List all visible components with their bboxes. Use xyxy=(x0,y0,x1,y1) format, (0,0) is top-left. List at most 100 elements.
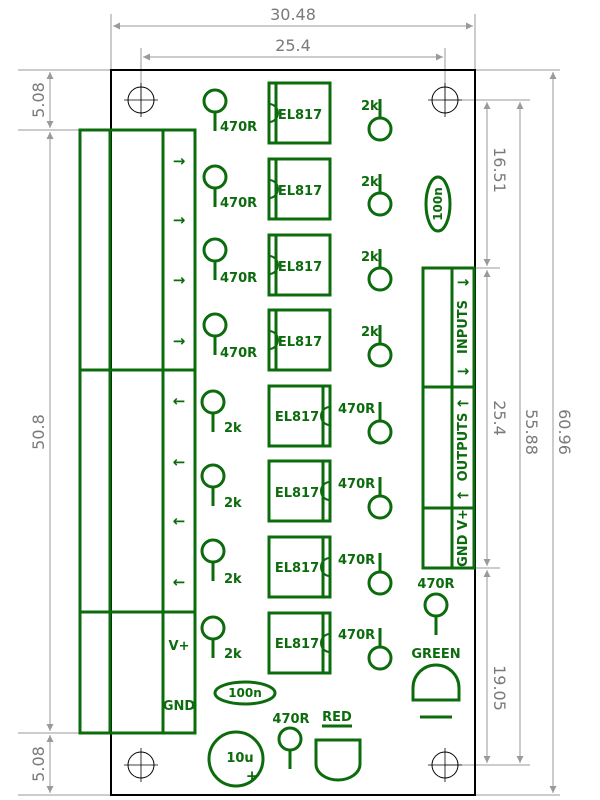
dim-right-inputs: 25.4 xyxy=(490,400,509,436)
header-outputs-label: OUTPUTS xyxy=(456,413,471,482)
resistor-right-4-label: 2k xyxy=(361,325,379,340)
dim-left-terminal: 50.8 xyxy=(29,414,48,450)
red-resistor-label: 470R xyxy=(272,712,309,727)
optocoupler-7: EL817 xyxy=(267,535,332,599)
dim-left-top: 5.08 xyxy=(29,82,48,118)
terminal-gnd-label: GND xyxy=(163,699,196,714)
optocoupler-6: EL817 xyxy=(267,459,332,523)
left-terminal-arrows: → → → → ← ← ← ← V+ GND xyxy=(163,152,196,714)
dim-hole-spacing: 25.4 xyxy=(275,36,311,55)
capacitor-100n-bottom-label: 100n xyxy=(228,686,262,700)
header-power-label: GND V+ xyxy=(456,509,471,567)
dim-left-bottom: 5.08 xyxy=(29,746,48,782)
resistor-left-3: 470R xyxy=(202,237,257,286)
dim-right-top: 16.51 xyxy=(490,147,509,193)
terminal-arrow-4: → xyxy=(173,332,186,350)
dim-right-total: 60.96 xyxy=(555,409,574,455)
red-led-resistor: 470R xyxy=(272,712,310,769)
optocoupler-3-label: EL817 xyxy=(278,260,322,275)
resistor-right-2: 2k xyxy=(361,174,393,217)
resistor-left-5: 2k xyxy=(200,389,242,436)
resistor-left-6-label: 2k xyxy=(224,496,242,511)
red-led: RED xyxy=(314,710,362,782)
resistor-right-1: 2k xyxy=(361,99,393,142)
resistor-left-7: 2k xyxy=(200,538,242,587)
left-resistors: 470R 470R 470R 470R 2k 2k 2k 2k xyxy=(200,88,257,662)
optocoupler-2: EL817 xyxy=(267,157,332,221)
header-input-arrow-2: → xyxy=(457,362,470,380)
capacitor-100n-bottom: 100n xyxy=(213,680,277,706)
resistor-left-2-label: 470R xyxy=(220,196,257,211)
board-outline xyxy=(110,69,476,796)
resistor-right-7: 470R xyxy=(338,553,393,596)
resistor-left-2: 470R xyxy=(202,164,257,211)
resistor-right-5: 470R xyxy=(338,402,393,445)
optocoupler-1-label: EL817 xyxy=(278,108,322,123)
resistor-left-8-label: 2k xyxy=(224,647,242,662)
terminal-arrow-5: ← xyxy=(173,392,186,410)
dim-right-bottom: 19.05 xyxy=(490,665,509,711)
mounting-hole-top-left xyxy=(124,83,158,117)
header-output-arrow-2: ← xyxy=(457,486,470,504)
resistor-left-4-label: 470R xyxy=(220,346,257,361)
optocoupler-2-label: EL817 xyxy=(278,184,322,199)
resistor-right-4: 2k xyxy=(361,325,393,368)
resistor-right-1-label: 2k xyxy=(361,99,379,114)
optocoupler-4: EL817 xyxy=(267,308,332,372)
resistor-left-1: 470R xyxy=(202,88,257,135)
green-resistor-label: 470R xyxy=(417,577,454,592)
resistor-right-5-label: 470R xyxy=(338,402,375,417)
green-led-outline xyxy=(411,663,461,702)
terminal-arrow-3: → xyxy=(173,271,186,289)
optocoupler-5: EL817 xyxy=(267,384,332,448)
left-terminal-block xyxy=(78,128,197,735)
terminal-arrow-8: ← xyxy=(173,573,186,591)
terminal-vplus-label: V+ xyxy=(169,639,190,654)
mounting-hole-bottom-left xyxy=(124,748,158,782)
terminal-arrow-2: → xyxy=(173,211,186,229)
resistor-right-6-label: 470R xyxy=(338,477,375,492)
header-input-arrow-1: → xyxy=(457,273,470,291)
right-resistors: 2k 2k 2k 2k 470R 470R 470R 470R xyxy=(338,99,393,671)
capacitor-100n-top: 100n xyxy=(424,175,452,233)
optocoupler-5-label: EL817 xyxy=(275,410,319,425)
header-output-arrow-1: ← xyxy=(457,394,470,412)
green-led-section: 470R GREEN xyxy=(411,577,461,719)
optocoupler-8-label: EL817 xyxy=(275,637,319,652)
resistor-right-6: 470R xyxy=(338,477,393,520)
capacitor-100n-top-label: 100n xyxy=(431,187,445,221)
red-led-outline xyxy=(314,738,362,782)
electrolytic-capacitor: 10u + xyxy=(207,730,265,788)
dimension-lines xyxy=(18,14,560,796)
resistor-left-1-label: 470R xyxy=(220,120,257,135)
optocouplers: EL817 EL817 EL817 EL817 EL817 xyxy=(267,81,332,675)
resistor-left-4: 470R xyxy=(202,312,257,361)
green-led-label: GREEN xyxy=(411,647,460,662)
resistor-right-3-label: 2k xyxy=(361,250,379,265)
resistor-left-6: 2k xyxy=(200,463,242,511)
optocoupler-6-label: EL817 xyxy=(275,486,319,501)
optocoupler-8: EL817 xyxy=(267,611,332,675)
terminal-arrow-1: → xyxy=(173,152,186,170)
resistor-right-2-label: 2k xyxy=(361,175,379,190)
resistor-left-8: 2k xyxy=(200,615,242,662)
optocoupler-4-label: EL817 xyxy=(278,335,322,350)
resistor-right-7-label: 470R xyxy=(338,553,375,568)
mounting-hole-top-right xyxy=(428,83,462,117)
resistor-right-8: 470R xyxy=(338,628,393,671)
terminal-arrow-7: ← xyxy=(173,512,186,530)
electrolytic-polarity-label: + xyxy=(246,767,259,785)
dim-right-mid: 55.88 xyxy=(522,409,541,455)
electrolytic-value-label: 10u xyxy=(226,751,253,766)
optocoupler-3: EL817 xyxy=(267,233,332,297)
resistor-left-5-label: 2k xyxy=(224,421,242,436)
mounting-hole-bottom-right xyxy=(428,748,462,782)
optocoupler-1: EL817 xyxy=(267,81,332,145)
dim-top-width: 30.48 xyxy=(270,5,316,24)
dimension-labels: 30.48 25.4 5.08 50.8 5.08 16.51 25.4 19.… xyxy=(29,5,574,782)
resistor-right-3: 2k xyxy=(361,249,393,292)
terminal-arrow-6: ← xyxy=(173,453,186,471)
resistor-right-8-label: 470R xyxy=(338,628,375,643)
optocoupler-7-label: EL817 xyxy=(275,561,319,576)
